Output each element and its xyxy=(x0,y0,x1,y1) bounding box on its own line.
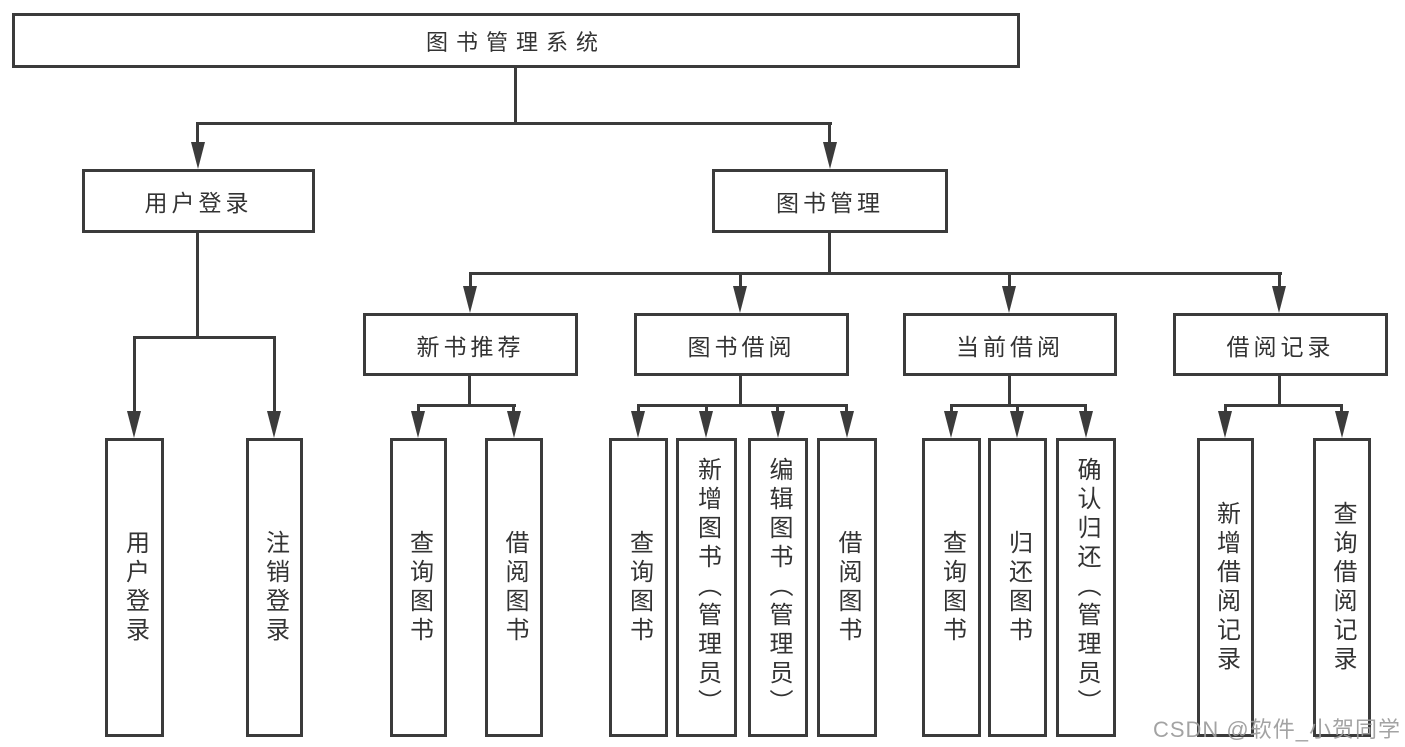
node-label: 图书管理系统 xyxy=(425,29,606,55)
node-user-login: 用户登录 xyxy=(82,169,315,233)
connector-line xyxy=(1224,404,1227,416)
connector-line xyxy=(845,404,848,416)
leaf-logout: 注销登录 xyxy=(246,438,303,737)
arrow-down-icon xyxy=(411,411,425,438)
connector-line xyxy=(1278,272,1281,290)
connector-line xyxy=(273,336,276,414)
arrow-down-icon xyxy=(944,411,958,438)
connector-line xyxy=(133,336,136,414)
connector-line xyxy=(950,404,953,416)
arrow-down-icon xyxy=(699,411,713,438)
node-book-management: 图书管理 xyxy=(712,169,948,233)
connector-line xyxy=(739,272,742,290)
connector-line xyxy=(1278,376,1281,406)
leaf-query-books-2: 查询图书 xyxy=(609,438,668,737)
connector-line xyxy=(1016,404,1019,416)
leaf-query-books-1: 查询图书 xyxy=(390,438,447,737)
node-book-borrowing: 图书借阅 xyxy=(634,313,849,376)
connector-line xyxy=(1340,404,1343,416)
node-label: 查询图书 xyxy=(405,529,433,646)
connector-line xyxy=(133,336,276,339)
leaf-query-books-3: 查询图书 xyxy=(922,438,981,737)
connector-line xyxy=(197,122,832,125)
node-current-borrowing: 当前借阅 xyxy=(903,313,1117,376)
node-label: 注销登录 xyxy=(261,529,289,646)
leaf-user-login: 用户登录 xyxy=(105,438,164,737)
node-label: 图书管理 xyxy=(776,190,884,216)
arrow-down-icon xyxy=(1335,411,1349,438)
leaf-borrow-books-2: 借阅图书 xyxy=(817,438,877,737)
leaf-borrow-books-1: 借阅图书 xyxy=(485,438,543,737)
connector-line xyxy=(705,404,708,416)
connector-line xyxy=(512,404,515,416)
arrow-down-icon xyxy=(127,411,141,438)
node-library-management-system: 图书管理系统 xyxy=(12,13,1020,68)
connector-line xyxy=(417,404,516,407)
connector-line xyxy=(1008,376,1011,406)
arrow-down-icon xyxy=(1010,411,1024,438)
leaf-add-borrow-record: 新增借阅记录 xyxy=(1197,438,1254,737)
node-label: 用户登录 xyxy=(121,529,149,646)
connector-line xyxy=(828,122,831,146)
node-label: 归还图书 xyxy=(1004,529,1032,646)
node-label: 新增图书（管理员） xyxy=(693,457,721,718)
node-new-book-recommend: 新书推荐 xyxy=(363,313,578,376)
connector-line xyxy=(1224,404,1343,407)
connector-line xyxy=(637,404,848,407)
leaf-confirm-return-admin: 确认归还（管理员） xyxy=(1056,438,1116,737)
node-label: 图书借阅 xyxy=(687,333,796,360)
arrow-down-icon xyxy=(463,286,477,313)
connector-line xyxy=(469,272,1282,275)
arrow-down-icon xyxy=(733,286,747,313)
connector-line xyxy=(469,272,472,290)
leaf-add-books-admin: 新增图书（管理员） xyxy=(676,438,737,737)
node-label: 当前借阅 xyxy=(956,333,1064,360)
arrow-down-icon xyxy=(1272,286,1286,313)
connector-line xyxy=(196,233,199,336)
arrow-down-icon xyxy=(771,411,785,438)
node-label: 编辑图书（管理员） xyxy=(765,457,792,718)
leaf-edit-books-admin: 编辑图书（管理员） xyxy=(748,438,808,737)
leaf-return-books: 归还图书 xyxy=(988,438,1047,737)
connector-line xyxy=(1084,404,1087,416)
arrow-down-icon xyxy=(267,411,281,438)
node-label: 新增借阅记录 xyxy=(1212,500,1240,675)
node-label: 新书推荐 xyxy=(416,333,525,360)
connector-line xyxy=(196,122,199,146)
connector-line xyxy=(514,68,517,122)
arrow-down-icon xyxy=(191,142,205,169)
node-label: 查询借阅记录 xyxy=(1329,500,1356,675)
leaf-query-borrow-record: 查询借阅记录 xyxy=(1313,438,1371,737)
node-label: 用户登录 xyxy=(144,190,253,216)
arrow-down-icon xyxy=(823,142,837,169)
node-label: 确认归还（管理员） xyxy=(1073,457,1100,718)
node-borrowing-records: 借阅记录 xyxy=(1173,313,1388,376)
connector-line xyxy=(417,404,420,416)
connector-line xyxy=(739,376,742,406)
node-label: 借阅图书 xyxy=(501,529,528,646)
arrow-down-icon xyxy=(1218,411,1232,438)
arrow-down-icon xyxy=(631,411,645,438)
arrow-down-icon xyxy=(507,411,521,438)
arrow-down-icon xyxy=(1079,411,1093,438)
node-label: 查询图书 xyxy=(938,529,966,646)
node-label: 借阅记录 xyxy=(1226,333,1335,360)
connector-line xyxy=(1008,272,1011,290)
connector-line xyxy=(637,404,640,416)
arrow-down-icon xyxy=(840,411,854,438)
arrow-down-icon xyxy=(1002,286,1016,313)
connector-line xyxy=(468,376,471,406)
node-label: 借阅图书 xyxy=(834,529,861,646)
csdn-watermark: CSDN @软件_小贺同学 xyxy=(1152,717,1401,742)
connector-line xyxy=(776,404,779,416)
node-label: 查询图书 xyxy=(625,529,653,646)
connector-line xyxy=(828,233,831,275)
